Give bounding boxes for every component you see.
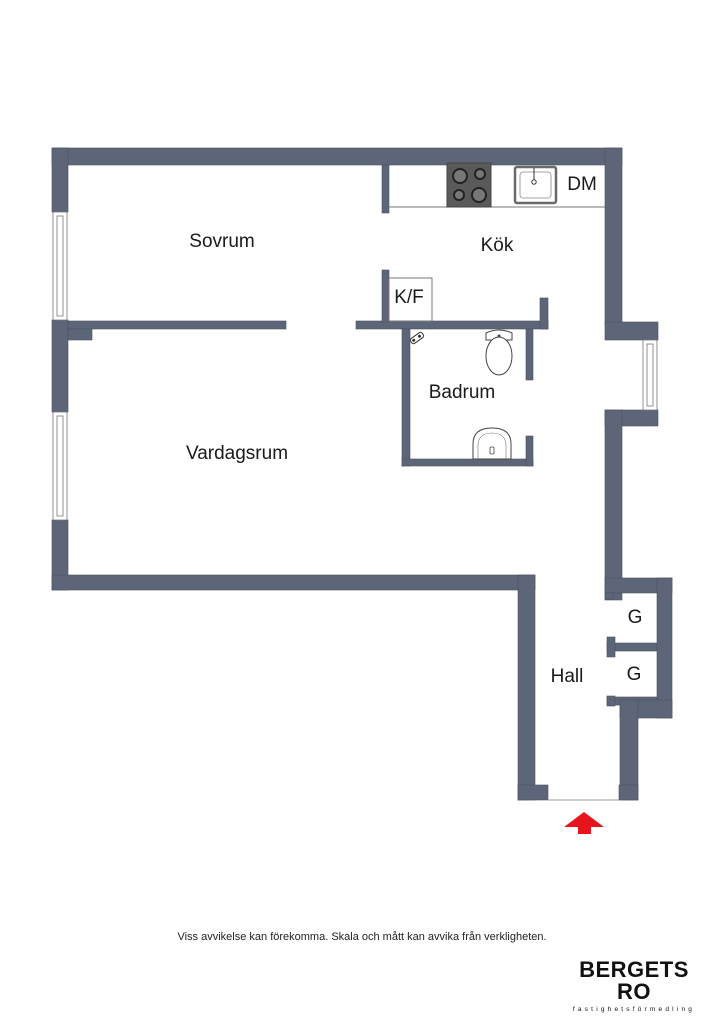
brand-name: BERGETS RO (579, 957, 689, 1004)
toilet-icon (485, 329, 513, 376)
washbasin-icon (472, 427, 512, 460)
disclaimer-text: Viss avvikelse kan förekomma. Skala och … (177, 931, 547, 943)
fridge-freezer (388, 277, 433, 322)
closet-label-2: G (626, 664, 642, 685)
room-label-hall: Hall (550, 666, 584, 687)
window-kitchen-right (642, 339, 658, 411)
entry-arrow-icon (564, 812, 604, 834)
walls (51, 147, 673, 801)
closet-label-1: G (627, 607, 643, 628)
window-vardagsrum (52, 411, 68, 521)
room-label-sovrum: Sovrum (189, 231, 255, 252)
shower-icon (409, 331, 425, 345)
room-label-badrum: Badrum (428, 382, 496, 403)
window-sovrum (52, 211, 68, 321)
room-label-kok: Kök (480, 235, 514, 256)
kitchen-sink-icon (513, 165, 558, 205)
fixture-label-fridge-freezer: K/F (394, 287, 424, 308)
stove-icon (446, 162, 492, 208)
room-label-vardagsrum: Vardagsrum (185, 443, 289, 464)
fixture-label-dishwasher: DM (567, 174, 597, 195)
brand-tagline: fastighetsförmedling (572, 1006, 696, 1013)
brand-logo: BERGETS RO fastighetsförmedling (572, 957, 696, 1014)
